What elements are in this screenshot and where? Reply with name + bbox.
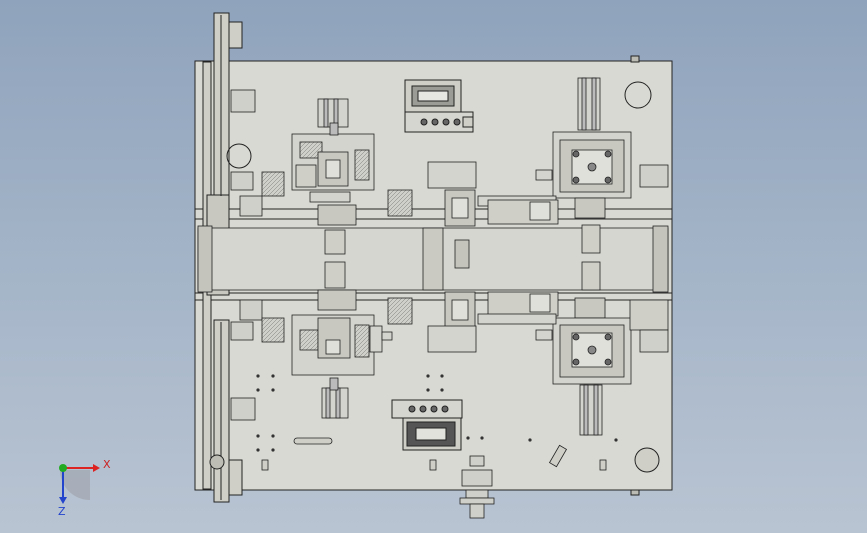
clamp-blocks-left bbox=[230, 89, 669, 421]
locating-hole-bl bbox=[209, 454, 225, 470]
fixture-lower-right bbox=[535, 261, 669, 436]
standoffs bbox=[261, 437, 607, 471]
bottom-knob bbox=[459, 455, 495, 519]
triad-x-label: X bbox=[103, 458, 111, 471]
slide-unit-bottom bbox=[387, 291, 559, 353]
triad-z-label: Z bbox=[58, 505, 66, 518]
controller-box-top bbox=[404, 79, 474, 133]
fixture-upper-right bbox=[535, 77, 632, 254]
controller-box-bottom bbox=[391, 399, 463, 451]
slide-unit-top bbox=[387, 161, 559, 269]
fixture-lower-left bbox=[291, 261, 393, 419]
fixture-upper-left bbox=[291, 98, 375, 255]
locating-hole-tr bbox=[624, 81, 652, 109]
bolt-holes bbox=[256, 374, 618, 452]
coordinate-triad: X Z bbox=[58, 458, 111, 518]
locating-hole-tl bbox=[226, 143, 252, 169]
locating-hole-br bbox=[634, 447, 660, 473]
